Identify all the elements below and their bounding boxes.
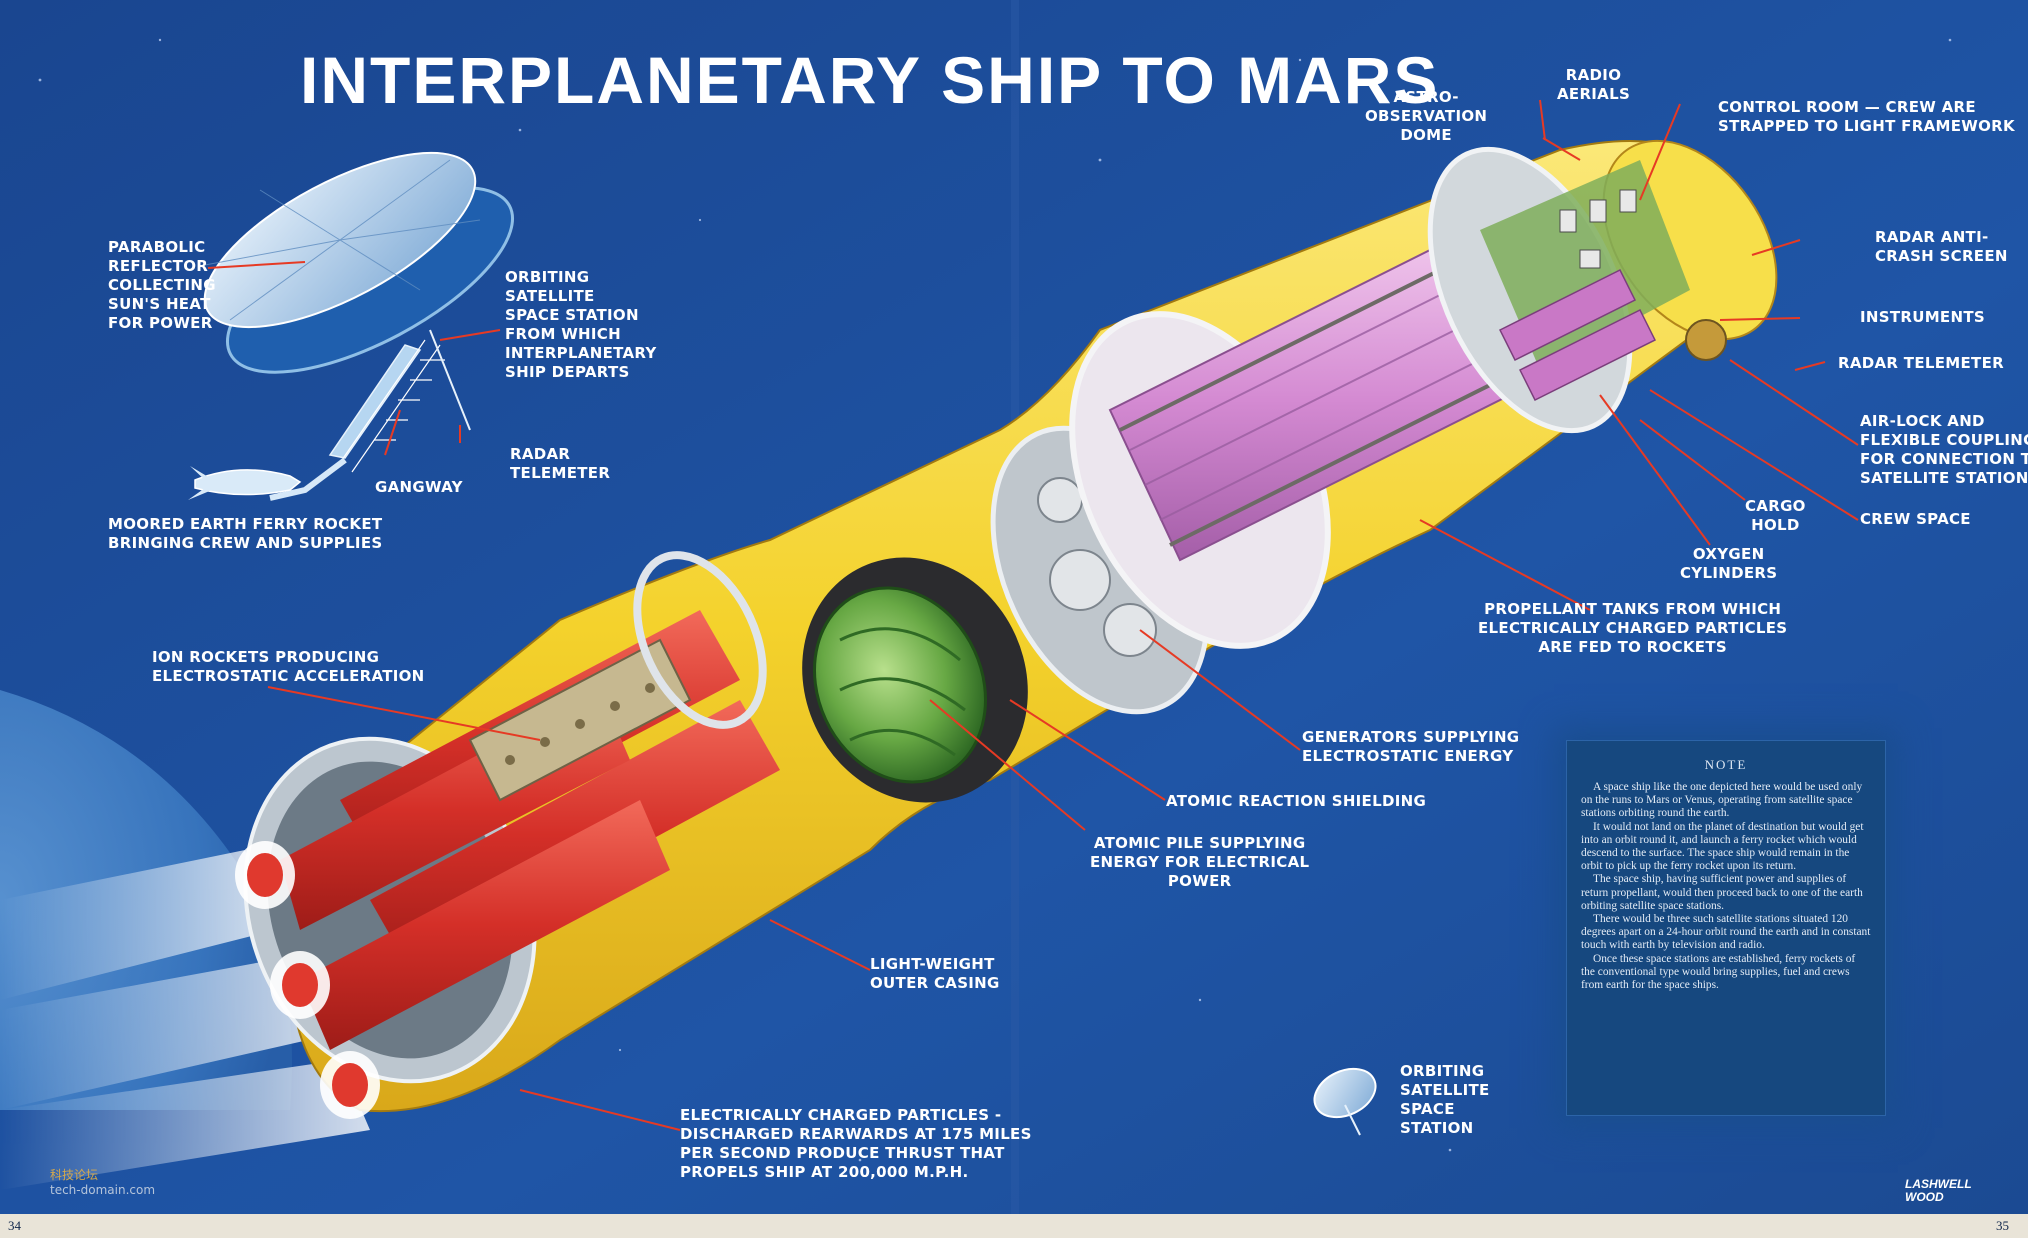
note-paragraph: There would be three such satellite stat… (1581, 913, 1871, 952)
label-light-weight-casing: LIGHT-WEIGHT OUTER CASING (870, 955, 1000, 992)
note-body: A space ship like the one depicted here … (1581, 781, 1871, 992)
label-crew-space: CREW SPACE (1860, 510, 1971, 528)
label-atomic-pile: ATOMIC PILE SUPPLYING ENERGY FOR ELECTRI… (1090, 834, 1310, 890)
note-paragraph: Once these space stations are establishe… (1581, 952, 1856, 992)
label-propellant-tanks: PROPELLANT TANKS FROM WHICH ELECTRICALLY… (1478, 600, 1788, 656)
small-satellite-station (1313, 1067, 1377, 1136)
label-radar-anti-crash: RADAR ANTI- CRASH SCREEN (1875, 228, 2008, 265)
label-cargo-hold: CARGO HOLD (1745, 497, 1806, 534)
label-instruments: INSTRUMENTS (1860, 308, 1985, 326)
stars (38, 38, 1952, 1162)
oxygen-cylinders (1498, 268, 1657, 402)
watermark: 科技论坛 tech-domain.com (50, 1168, 155, 1198)
control-room (1427, 146, 1727, 434)
watermark-domain: tech-domain.com (50, 1183, 156, 1197)
label-ion-rockets: ION ROCKETS PRODUCING ELECTROSTATIC ACCE… (152, 648, 425, 685)
label-atomic-shielding: ATOMIC REACTION SHIELDING (1166, 792, 1427, 810)
satellite-space-station (203, 151, 515, 501)
leader-lines (207, 99, 1859, 1131)
note-paragraph: A space ship like the one depicted here … (1581, 781, 1863, 820)
page-title: INTERPLANETARY SHIP TO MARS (300, 43, 1440, 117)
label-generators: GENERATORS SUPPLYING ELECTROSTATIC ENERG… (1302, 728, 1520, 765)
page-number-right: 35 (1996, 1218, 2009, 1233)
label-moored-ferry: MOORED EARTH FERRY ROCKET BRINGING CREW … (108, 515, 383, 552)
page-number-left: 34 (8, 1218, 21, 1233)
page-bottom-edge (0, 1214, 2028, 1238)
artist-signature: LASHWELL WOOD (1905, 1177, 1972, 1204)
atomic-pile (802, 557, 1028, 803)
note-heading: NOTE (1704, 757, 1748, 772)
label-control-room: CONTROL ROOM — CREW ARE STRAPPED TO LIGH… (1718, 98, 2015, 135)
label-radar-telemeter-left: RADAR TELEMETER (510, 445, 611, 482)
ferry-rocket (188, 466, 302, 500)
label-oxygen-cylinders: OXYGEN CYLINDERS (1680, 545, 1778, 582)
label-gangway: GANGWAY (375, 478, 463, 496)
propellant-tanks (1069, 238, 1522, 649)
note-paragraph: It would not land on the planet of desti… (1581, 820, 1864, 873)
label-parabolic-reflector: PARABOLIC REFLECTOR COLLECTING SUN'S HEA… (108, 238, 216, 332)
label-astro-dome: ASTRO- OBSERVATION DOME (1365, 88, 1488, 144)
exhaust-plumes (0, 850, 370, 1190)
label-orbiting-small: ORBITING SATELLITE SPACE STATION (1400, 1062, 1490, 1137)
note-paragraph: The space ship, having sufficient power … (1581, 873, 1863, 912)
label-orbiting-station: ORBITING SATELLITE SPACE STATION FROM WH… (505, 268, 657, 381)
note-box: NOTE A space ship like the one depicted … (1566, 740, 1886, 1116)
label-radar-telemeter-right: RADAR TELEMETER (1838, 354, 2004, 372)
label-radio-aerials: RADIO AERIALS (1557, 66, 1631, 103)
label-charged-particles: ELECTRICALLY CHARGED PARTICLES - DISCHAR… (680, 1106, 1032, 1181)
watermark-chinese: 科技论坛 (50, 1168, 99, 1182)
label-air-lock: AIR-LOCK AND FLEXIBLE COUPLING FOR CONNE… (1860, 412, 2028, 487)
